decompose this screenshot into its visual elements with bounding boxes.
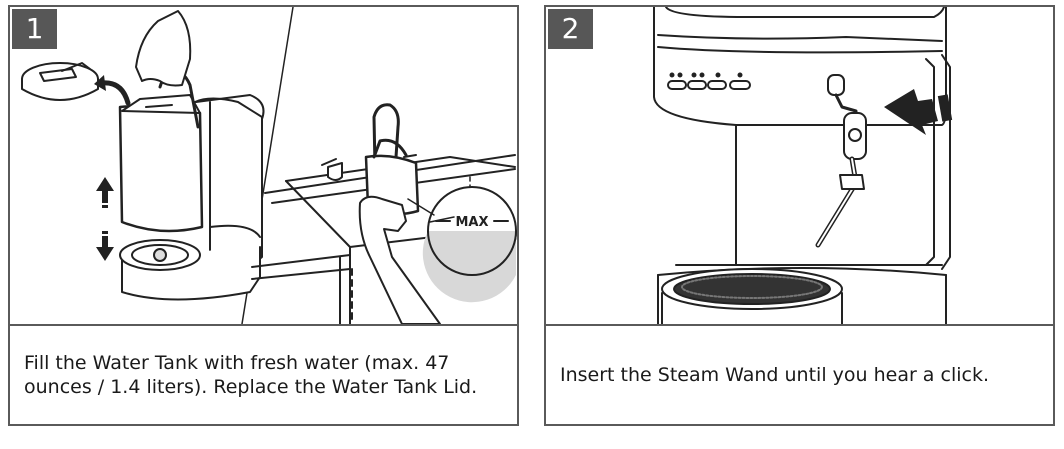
hand-holding-tank <box>358 195 441 324</box>
max-level-magnifier: MAX <box>407 186 517 303</box>
step-number-badge: 1 <box>12 9 57 49</box>
remove-lid-arrow <box>99 80 131 106</box>
up-down-arrows <box>96 177 114 261</box>
drip-tray <box>661 268 843 324</box>
coffee-machine-base <box>119 94 265 301</box>
steam-wand <box>815 74 867 248</box>
step-2-illustration <box>546 7 1053 324</box>
step-number-badge: 2 <box>548 9 593 49</box>
faucet <box>321 103 417 181</box>
control-buttons <box>667 72 751 90</box>
max-label: MAX <box>455 215 488 230</box>
panel-divider <box>546 324 1053 326</box>
step-1-caption: Fill the Water Tank with fresh water (ma… <box>24 352 478 398</box>
step-1-panel: MAX 1 Fill the Water Tank with fresh wat… <box>8 5 519 426</box>
step-2-panel: 2 Insert the Steam Wand until you hear a… <box>544 5 1055 426</box>
hand-lifting <box>135 10 192 87</box>
water-tank-lid <box>21 62 99 101</box>
coffee-machine <box>653 7 951 324</box>
panel-divider <box>10 324 517 326</box>
insert-arrow <box>884 89 953 135</box>
step-1-illustration: MAX <box>10 7 517 324</box>
step-2-caption: Insert the Steam Wand until you hear a c… <box>560 364 989 386</box>
water-tank <box>118 67 204 233</box>
